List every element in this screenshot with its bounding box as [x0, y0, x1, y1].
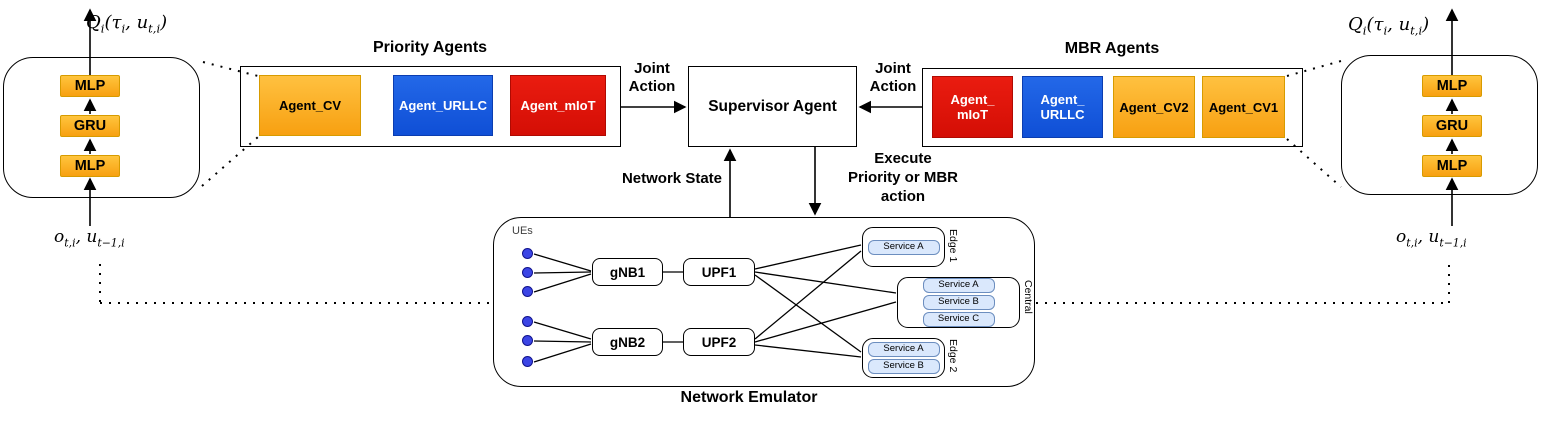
left-mlp-top-layer: MLP [60, 75, 120, 97]
edge2-site-label: Edge 2 [947, 339, 959, 373]
service-pill: Service B [922, 295, 995, 310]
left-mlp-bottom-layer: MLP [60, 155, 120, 177]
zoom-dotted-left-top [202, 61, 259, 77]
gnb2-node: gNB2 [592, 328, 663, 356]
zoom-dotted-right-top [1286, 60, 1342, 77]
agent-miot: Agent_mIoT [510, 75, 606, 136]
edge2-site-box: Service A Service B [862, 338, 945, 378]
right-gru-layer: GRU [1422, 115, 1482, 137]
right-observation-label: ot,i, ut−1,i [1396, 227, 1467, 250]
central-site-box: Service A Service B Service C [897, 277, 1020, 328]
zoom-dotted-left-bottom [201, 136, 259, 187]
mbr-agents-title: MBR Agents [1064, 40, 1160, 57]
ue-dot [522, 335, 533, 346]
supervisor-agent-box: Supervisor Agent [688, 66, 857, 147]
upf2-node: UPF2 [683, 328, 755, 356]
gnb1-node: gNB1 [592, 258, 663, 286]
joint-action-left-label: Joint Action [628, 60, 676, 95]
mbr-agent-miot: Agent_ mIoT [932, 76, 1013, 138]
mbr-agent-cv1: Agent_CV1 [1202, 76, 1285, 138]
edge1-site-label: Edge 1 [947, 229, 959, 263]
network-emulator-title: Network Emulator [680, 389, 818, 406]
priority-agents-title: Priority Agents [372, 39, 488, 56]
upf1-node: UPF1 [683, 258, 755, 286]
service-pill: Service A [922, 278, 995, 293]
left-agent-network-panel [3, 57, 200, 198]
priority-agents-box [240, 66, 621, 147]
joint-action-right-label: Joint Action [869, 60, 917, 95]
mbr-agent-urllc: Agent_ URLLC [1022, 76, 1103, 138]
ue-dot [522, 286, 533, 297]
mbr-agents-box [922, 68, 1303, 147]
agent-cv: Agent_CV [259, 75, 361, 136]
right-mlp-top-layer: MLP [1422, 75, 1482, 97]
ue-dot [522, 267, 533, 278]
left-observation-label: ot,i, ut−1,i [54, 227, 125, 250]
service-pill: Service B [867, 359, 940, 375]
zoom-dotted-right-bottom [1286, 138, 1342, 188]
ue-dot [522, 356, 533, 367]
emulator-topology-links [533, 244, 897, 363]
left-q-output-label: Qi(τi, ut,i) [86, 12, 168, 36]
left-gru-layer: GRU [60, 115, 120, 137]
ues-label: UEs [512, 225, 533, 237]
ue-dot [522, 248, 533, 259]
service-pill: Service A [867, 341, 940, 357]
network-state-label: Network State [621, 170, 722, 187]
right-q-output-label: Qi(τi, ut,i) [1348, 14, 1430, 38]
agent-urllc: Agent_URLLC [393, 75, 493, 136]
network-emulator-box [493, 217, 1035, 387]
right-mlp-bottom-layer: MLP [1422, 155, 1482, 177]
service-pill: Service C [922, 312, 995, 328]
execute-action-label: Execute Priority or MBR action [847, 150, 958, 205]
right-agent-network-panel [1341, 55, 1538, 195]
edge1-site-box: Service A [862, 227, 945, 267]
central-site-label: Central [1022, 280, 1034, 314]
ue-dot [522, 316, 533, 327]
mbr-agent-cv2: Agent_CV2 [1113, 76, 1195, 138]
service-pill: Service A [867, 239, 940, 255]
